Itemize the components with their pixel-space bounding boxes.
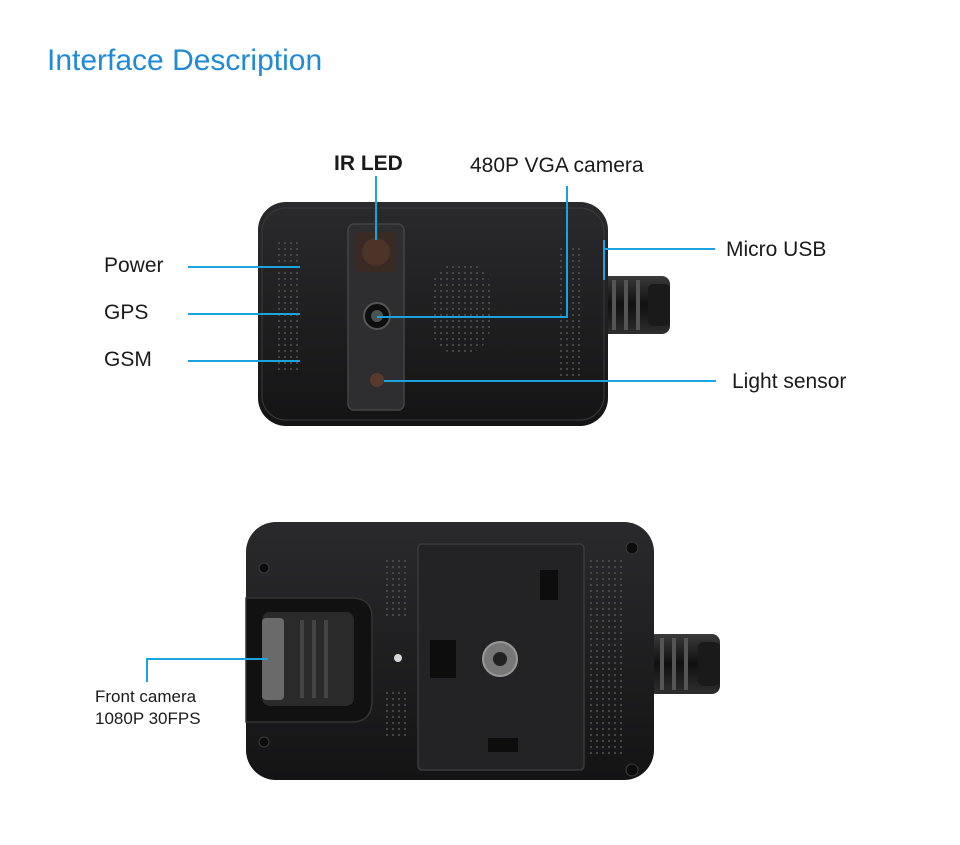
page-title: Interface Description <box>47 44 323 77</box>
label-ir-led: IR LED <box>334 152 403 175</box>
label-front-camera-line1: Front camera <box>95 687 197 706</box>
bottom-device <box>245 522 720 780</box>
left-vent <box>276 240 300 370</box>
label-front-camera: Front camera 1080P 30FPS <box>95 686 201 730</box>
callout-line-usb-v <box>603 240 605 280</box>
callout-line-front-camera-v <box>146 658 148 682</box>
label-light-sensor: Light sensor <box>732 370 847 393</box>
callout-line-power <box>188 266 300 268</box>
callout-line-gps <box>188 313 300 315</box>
callout-line-vga-v <box>566 186 568 318</box>
callout-line-gsm <box>188 360 300 362</box>
label-vga-camera: 480P VGA camera <box>470 154 644 177</box>
label-gsm: GSM <box>104 348 152 371</box>
callout-line-usb-h <box>603 248 715 250</box>
callout-line-ir-led-v <box>375 176 377 240</box>
callout-line-vga-h <box>377 316 568 318</box>
top-device <box>258 202 670 426</box>
label-gps: GPS <box>104 301 149 324</box>
front-camera-lens <box>262 612 354 706</box>
ir-led <box>362 238 390 266</box>
speaker-grille <box>432 262 490 354</box>
label-front-camera-line2: 1080P 30FPS <box>95 709 201 728</box>
label-micro-usb: Micro USB <box>726 238 827 261</box>
callout-line-light-sensor <box>384 380 716 382</box>
right-vent <box>560 248 582 382</box>
callout-line-front-camera-h <box>146 658 268 660</box>
light-sensor <box>370 373 384 387</box>
label-power: Power <box>104 254 164 277</box>
